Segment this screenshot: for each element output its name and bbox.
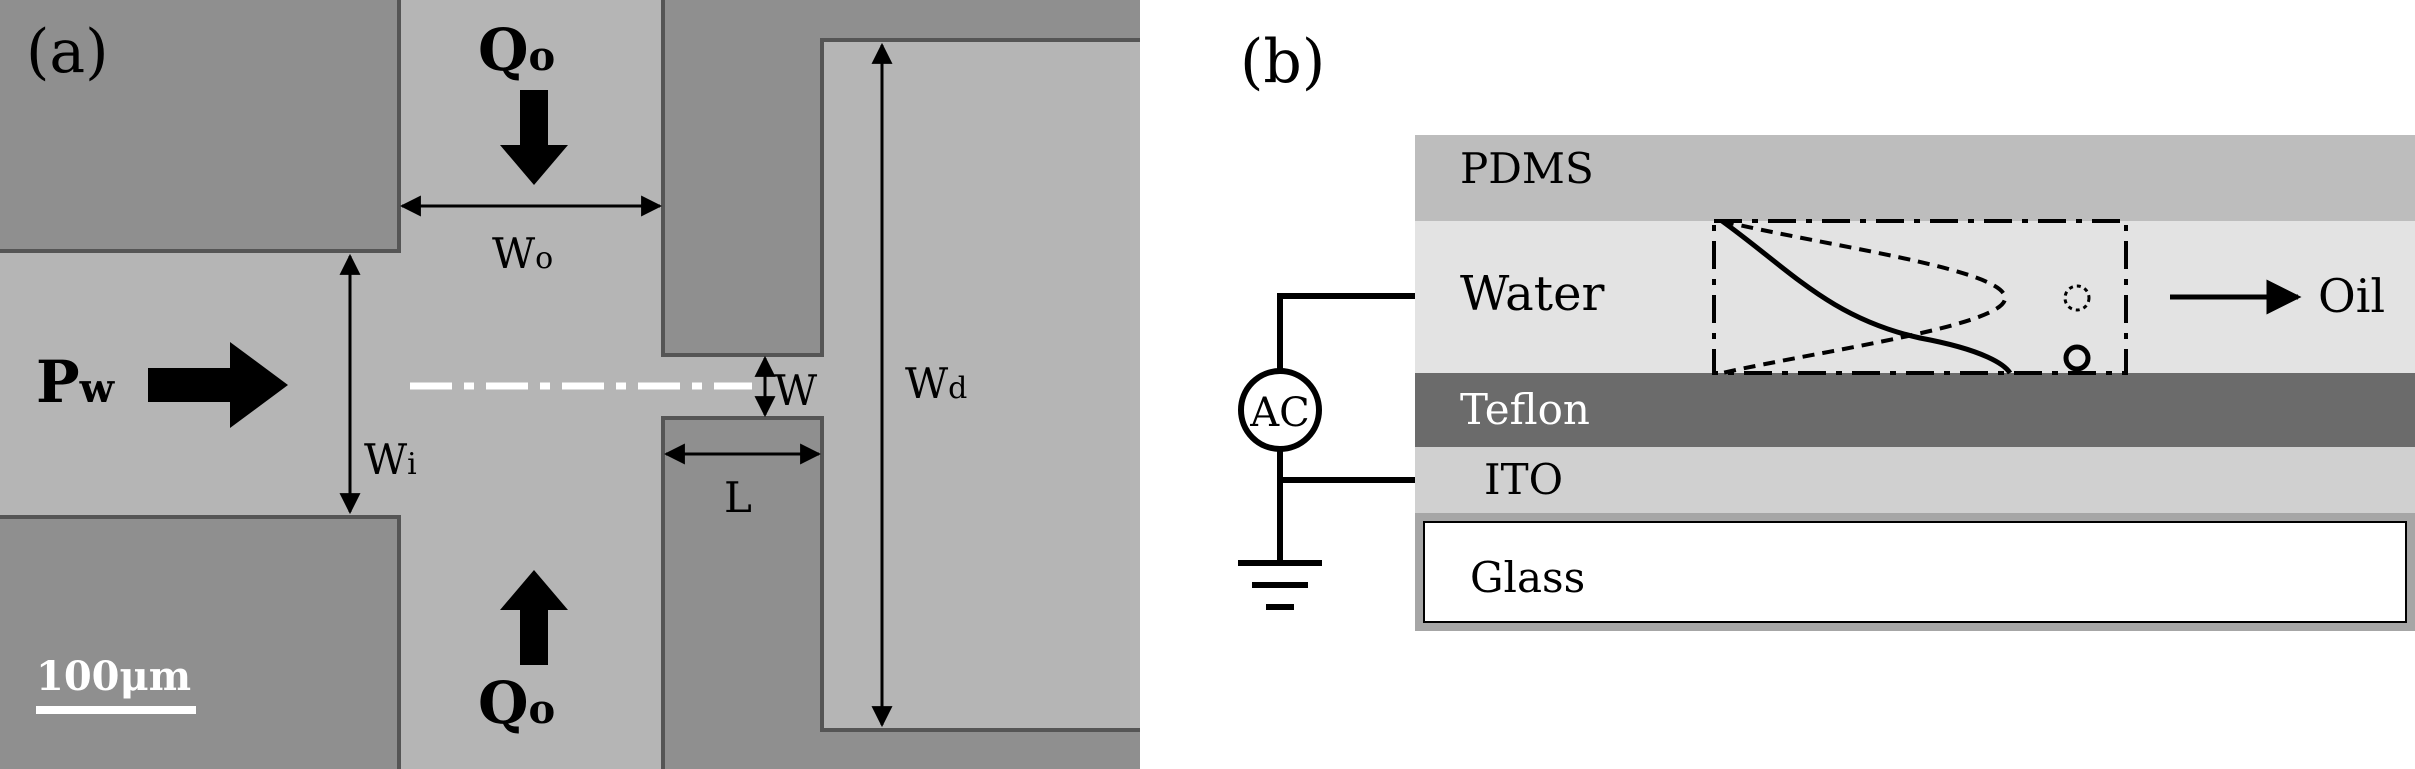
wall-outlines [0,0,1140,769]
oil-flow-arrow-down [500,90,568,185]
glass-layer [1423,521,2407,623]
ac-source [1238,368,1322,452]
teflon-label: Teflon [1460,385,1590,434]
glass-label: Glass [1470,553,1585,602]
wo-label: Wo [492,229,553,278]
ito-layer [1415,447,2415,513]
ac-label: AC [1249,390,1310,436]
q-bottom-label: Qo [478,669,555,737]
wd-label: Wd [905,359,967,408]
scale-bar-label: 100μm [36,653,191,700]
panel-a: (a) Qo Qo Pw Wo Wi W L Wd 100μm [0,0,1140,769]
lower-block [663,418,822,769]
dashed-profile [1721,219,2007,375]
panel-b-label: (b) [1240,27,1325,97]
ac-circuit [1238,293,1415,610]
pdms-layer [1415,135,2415,221]
wi-label: Wi [364,435,417,484]
oil-label: Oil [2318,269,2385,323]
upper-block [663,0,822,355]
water-label: Water [1460,266,1604,322]
l-label: L [724,473,752,522]
q-top-label: Qo [478,16,555,84]
pdms-label: PDMS [1460,144,1594,193]
w-label: W [774,366,818,415]
panel-a-label: (a) [26,17,109,87]
ito-label: ITO [1484,455,1563,504]
oil-flow-arrow-up [500,570,568,665]
solid-profile [1720,218,2013,375]
pw-label: Pw [36,348,116,416]
teflon-layer [1415,373,2415,447]
droplet [2063,344,2091,372]
inset-box [1712,219,2128,375]
panel-b: (b) PDMS Water Teflon ITO Glass AC [1238,27,2415,631]
scale-bar [36,706,196,714]
water-flow-arrow [148,342,288,428]
dotted-droplet [2063,284,2091,312]
